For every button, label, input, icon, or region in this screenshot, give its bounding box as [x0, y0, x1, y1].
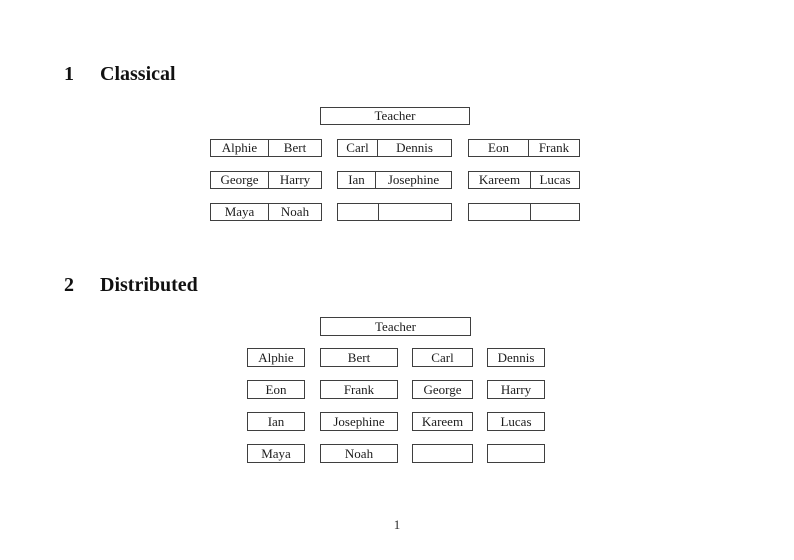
teacher-label: Teacher — [375, 318, 416, 334]
distributed-seat-box: Noah — [320, 444, 398, 463]
seat-name: Josephine — [387, 172, 440, 187]
seat-cell: Lucas — [531, 172, 579, 188]
seat-name: Kareem — [478, 172, 521, 187]
seat-name: George — [220, 172, 259, 187]
seat-name: Carl — [346, 140, 369, 155]
distributed-seat-box: Frank — [320, 380, 398, 399]
seat-name: Kareem — [421, 413, 464, 429]
distributed-teacher-box: Teacher — [320, 317, 471, 336]
seat-name: Lucas — [500, 413, 532, 429]
seat-cell — [338, 204, 379, 220]
distributed-seat-box-empty — [412, 444, 473, 463]
seat-cell — [531, 204, 579, 220]
seat-cell: Eon — [469, 140, 529, 156]
seat-name: Harry — [279, 172, 311, 187]
classical-desk: George Harry — [210, 171, 322, 189]
classical-teacher-box: Teacher — [320, 107, 470, 125]
seat-name: Maya — [261, 445, 291, 461]
distributed-seat-box: Eon — [247, 380, 305, 399]
seat-cell: Maya — [211, 204, 269, 220]
distributed-seat-box: Ian — [247, 412, 305, 431]
seat-cell: Bert — [269, 140, 321, 156]
seat-cell — [469, 204, 531, 220]
section-2-title: Distributed — [100, 274, 198, 296]
seat-name: Maya — [224, 204, 255, 219]
distributed-seat-box: Kareem — [412, 412, 473, 431]
distributed-seat-box: Carl — [412, 348, 473, 367]
seat-name: George — [423, 381, 462, 397]
seat-name: Noah — [344, 445, 374, 461]
seat-name: Ian — [267, 413, 285, 429]
distributed-seat-box: Josephine — [320, 412, 398, 431]
seat-name: Bert — [347, 349, 371, 365]
distributed-seat-box: Harry — [487, 380, 545, 399]
seat-name: Frank — [538, 140, 570, 155]
distributed-seat-box: Alphie — [247, 348, 305, 367]
classical-desk: Ian Josephine — [337, 171, 452, 189]
classical-desk: Kareem Lucas — [468, 171, 580, 189]
seat-name: Noah — [280, 204, 310, 219]
distributed-seat-box: Maya — [247, 444, 305, 463]
seat-name: Eon — [265, 381, 287, 397]
seat-cell: Frank — [529, 140, 579, 156]
page-number: 1 — [393, 517, 401, 532]
seat-name: Bert — [283, 140, 307, 155]
seat-cell: Harry — [269, 172, 321, 188]
seat-cell: Ian — [338, 172, 376, 188]
seat-name: Frank — [343, 381, 375, 397]
classical-desk: Eon Frank — [468, 139, 580, 157]
section-1-title: Classical — [100, 63, 176, 85]
seat-cell: Kareem — [469, 172, 531, 188]
section-1-number: 1 — [64, 63, 74, 85]
seat-name: Eon — [488, 140, 509, 155]
seat-name: Carl — [431, 349, 454, 365]
seat-cell: Josephine — [376, 172, 451, 188]
classical-desk-empty — [468, 203, 580, 221]
distributed-seat-box-empty — [487, 444, 545, 463]
classical-desk: Carl Dennis — [337, 139, 452, 157]
seat-name: Josephine — [333, 413, 385, 429]
classical-desk-empty — [337, 203, 452, 221]
seat-name: Alphie — [221, 140, 258, 155]
classical-desk: Alphie Bert — [210, 139, 322, 157]
seat-cell: Alphie — [211, 140, 269, 156]
seat-name: Lucas — [539, 172, 571, 187]
seat-name: Harry — [500, 381, 532, 397]
section-2-number: 2 — [64, 274, 74, 296]
seat-cell: George — [211, 172, 269, 188]
seat-cell: Noah — [269, 204, 321, 220]
seat-cell: Dennis — [378, 140, 451, 156]
distributed-seat-box: Dennis — [487, 348, 545, 367]
seat-name: Alphie — [258, 349, 294, 365]
distributed-seat-box: Lucas — [487, 412, 545, 431]
seat-name: Dennis — [497, 349, 535, 365]
seat-name: Ian — [348, 172, 365, 187]
distributed-seat-box: George — [412, 380, 473, 399]
seat-cell: Carl — [338, 140, 378, 156]
seat-cell — [379, 204, 451, 220]
classical-desk: Maya Noah — [210, 203, 322, 221]
teacher-label: Teacher — [374, 108, 416, 123]
distributed-seat-box: Bert — [320, 348, 398, 367]
seat-name: Dennis — [396, 140, 433, 155]
